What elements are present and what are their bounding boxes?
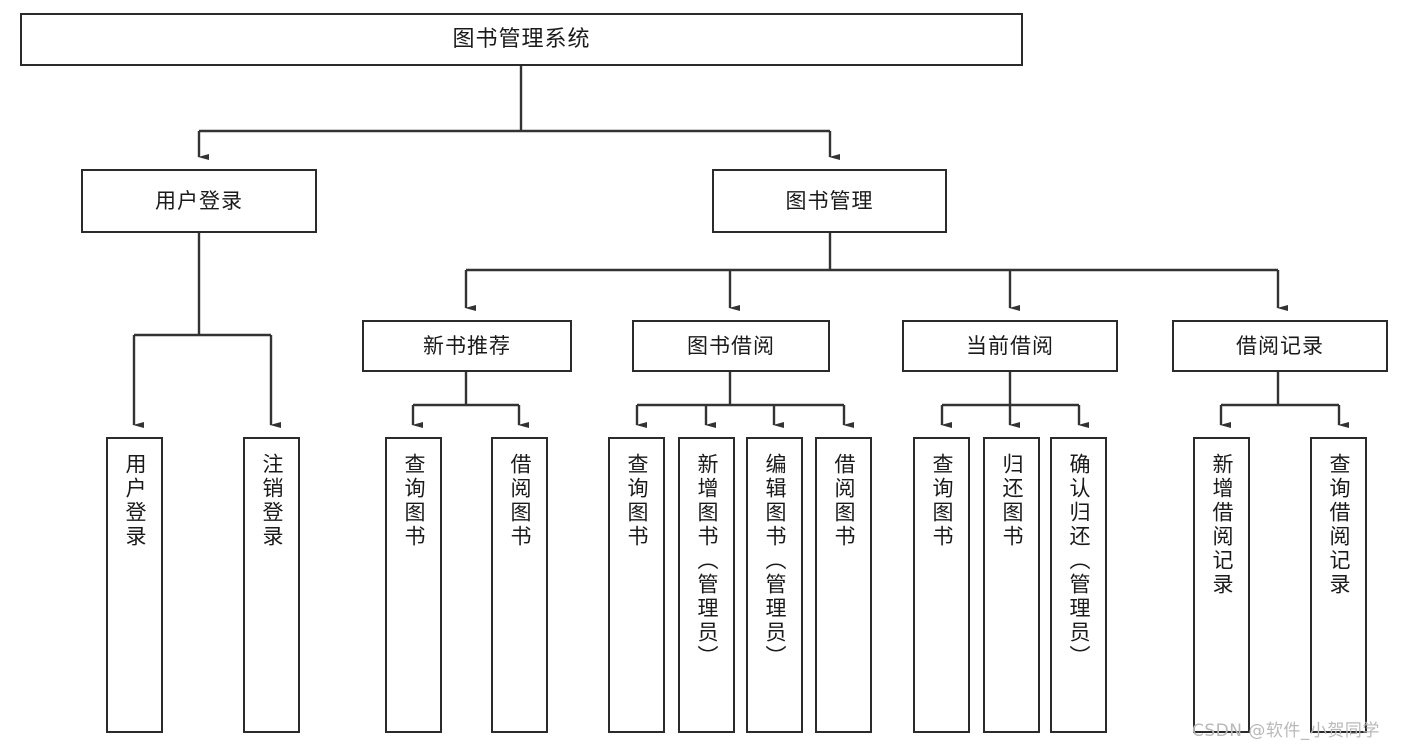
node-label: 注销登录	[260, 453, 284, 549]
leaf-user-login-logout[interactable]: 注销登录	[243, 437, 300, 733]
leaf-current-borrow-return[interactable]: 归还图书	[983, 437, 1040, 733]
leaf-book-borrow-query[interactable]: 查询图书	[608, 437, 665, 733]
leaf-borrow-record-query[interactable]: 查询借阅记录	[1310, 437, 1367, 733]
leaf-user-login-login[interactable]: 用户登录	[106, 437, 163, 733]
node-label: 查询图书	[402, 453, 426, 549]
node-root-book-management-system[interactable]: 图书管理系统	[20, 13, 1023, 66]
leaf-book-borrow-edit-admin[interactable]: 编辑图书（管理员）	[746, 437, 803, 733]
node-label: 查询图书	[625, 453, 649, 549]
node-label: 借阅图书	[508, 453, 532, 549]
node-label: 归还图书	[1000, 453, 1024, 549]
leaf-book-borrow-borrow[interactable]: 借阅图书	[815, 437, 872, 733]
leaf-new-book-query[interactable]: 查询图书	[385, 437, 442, 733]
node-label: 图书管理系统	[452, 26, 591, 52]
node-borrow-record[interactable]: 借阅记录	[1172, 320, 1388, 372]
leaf-current-borrow-query[interactable]: 查询图书	[913, 437, 970, 733]
leaf-new-book-borrow[interactable]: 借阅图书	[491, 437, 548, 733]
node-label: 新增借阅记录	[1210, 453, 1234, 597]
node-label: 借阅图书	[832, 453, 856, 549]
node-label: 当前借阅	[966, 333, 1054, 358]
node-label: 编辑图书（管理员）	[763, 453, 787, 669]
node-label: 用户登录	[155, 188, 243, 213]
node-label: 借阅记录	[1236, 333, 1324, 358]
node-label: 图书管理	[785, 188, 874, 213]
node-label: 图书借阅	[687, 333, 775, 358]
node-current-borrow[interactable]: 当前借阅	[902, 320, 1118, 372]
node-book-borrow[interactable]: 图书借阅	[632, 320, 830, 372]
node-label: 用户登录	[123, 453, 147, 549]
node-label: 查询图书	[930, 453, 954, 549]
leaf-book-borrow-add-admin[interactable]: 新增图书（管理员）	[678, 437, 735, 733]
node-user-login[interactable]: 用户登录	[81, 169, 317, 233]
node-new-book-recommend[interactable]: 新书推荐	[362, 320, 572, 372]
node-label: 查询借阅记录	[1327, 453, 1351, 597]
node-label: 新书推荐	[423, 333, 511, 358]
node-label: 确认归还（管理员）	[1067, 453, 1091, 669]
node-label: 新增图书（管理员）	[695, 453, 719, 669]
node-book-management[interactable]: 图书管理	[712, 169, 947, 233]
leaf-current-borrow-confirm-admin[interactable]: 确认归还（管理员）	[1050, 437, 1107, 733]
leaf-borrow-record-add[interactable]: 新增借阅记录	[1193, 437, 1250, 733]
